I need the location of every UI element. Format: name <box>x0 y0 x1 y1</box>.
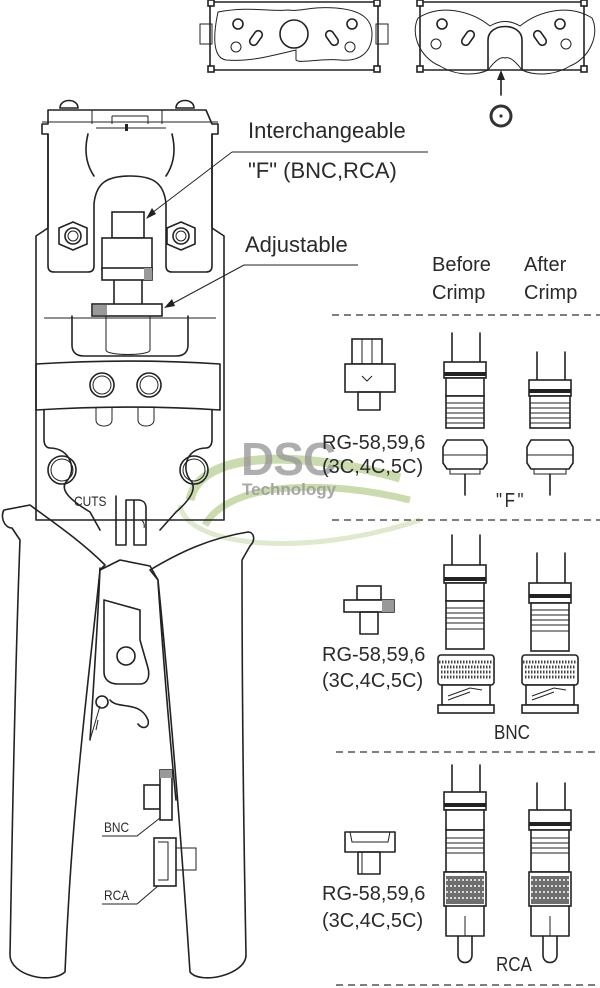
f-connector-label: "F" <box>496 490 527 512</box>
f-connector-after-icon <box>526 351 574 496</box>
rca-die-icon <box>344 831 396 875</box>
die-jaw-closed-icon <box>414 0 596 128</box>
bnc-cable-spec: RG-58,59,6 <box>322 644 426 666</box>
bnc-connector-before-icon <box>437 534 495 714</box>
callout-interchangeable: Interchangeable <box>248 118 406 143</box>
tool-label-cuts: CUTS <box>74 493 107 509</box>
f-cable-spec-alt: (3C,4C,5C) <box>322 456 424 478</box>
rca-connector-label: RCA <box>496 954 532 976</box>
crimp-tool-handles <box>1 504 255 979</box>
tool-label-rca: RCA <box>104 887 130 903</box>
column-header-after: After <box>524 254 567 276</box>
crimp-tool-head <box>35 99 225 546</box>
column-header-before: Before <box>432 254 491 276</box>
watermark-subtitle: Technology <box>242 480 337 499</box>
callout-die-types: "F" (BNC,RCA) <box>248 158 397 183</box>
bnc-die-icon <box>343 585 395 635</box>
die-jaw-open-icon <box>199 0 389 73</box>
rca-connector-after-icon <box>528 782 572 964</box>
column-header-after-sub: Crimp <box>524 282 578 304</box>
hex-nut-icon <box>166 221 196 251</box>
bnc-cable-spec-alt: (3C,4C,5C) <box>322 670 424 692</box>
bnc-connector-after-icon <box>521 552 579 714</box>
rca-cable-spec-alt: (3C,4C,5C) <box>322 910 424 932</box>
f-die-icon <box>344 338 396 411</box>
callout-adjustable: Adjustable <box>245 232 348 257</box>
watermark-brand: DSC <box>241 433 336 485</box>
tool-label-bnc: BNC <box>104 819 130 835</box>
hex-nut-icon <box>58 221 88 251</box>
rca-cable-spec: RG-58,59,6 <box>322 883 426 905</box>
f-cable-spec: RG-58,59,6 <box>322 432 426 454</box>
callout-leaders <box>146 151 428 308</box>
bnc-connector-label: BNC <box>494 722 530 744</box>
rca-connector-before-icon <box>443 764 487 964</box>
f-connector-before-icon <box>442 332 488 496</box>
column-header-before-sub: Crimp <box>432 282 486 304</box>
